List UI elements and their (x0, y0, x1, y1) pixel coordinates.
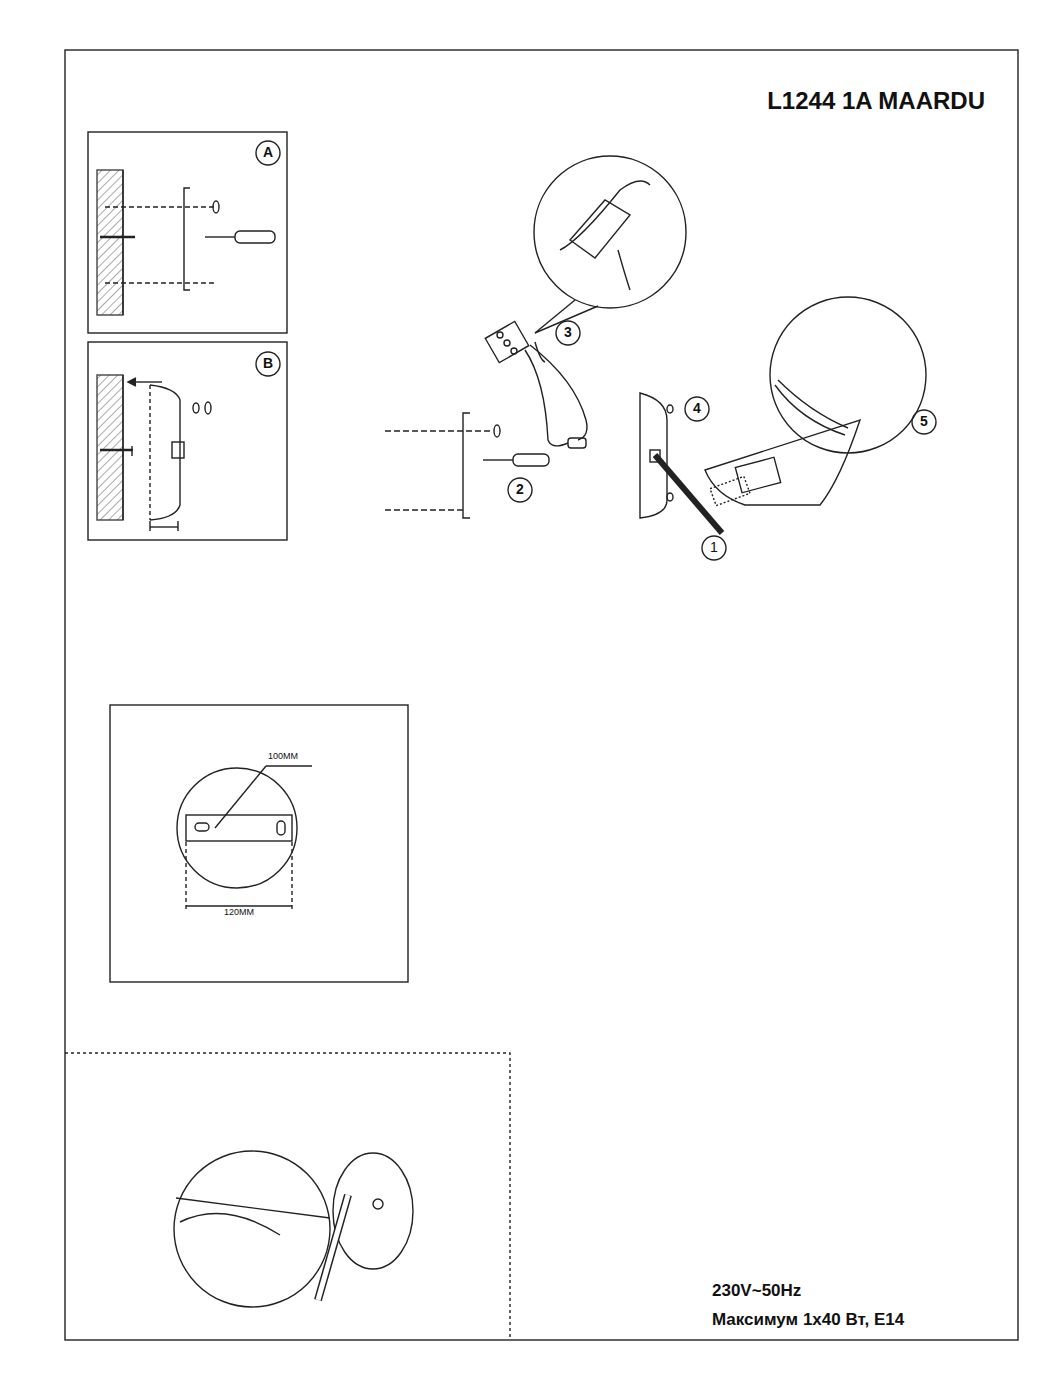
drawing-line (122, 170, 123, 315)
drawing-line (277, 821, 285, 835)
drawing-line (535, 342, 545, 362)
drawing-line (568, 438, 586, 448)
drawing-line (88, 132, 287, 333)
drawing-line (150, 385, 180, 520)
drawing-line (291, 842, 292, 910)
drawing-line (685, 397, 709, 421)
drawing-line (650, 450, 660, 462)
drawing-line (184, 188, 190, 290)
step-letter: A (263, 145, 273, 160)
drawing-line (149, 385, 150, 520)
drawing-line (205, 402, 211, 414)
callout-number: 2 (516, 482, 524, 497)
drawing-line (463, 413, 470, 518)
callout-number: 1 (710, 540, 718, 555)
exploded-view (385, 156, 936, 560)
drawing-line (172, 442, 184, 458)
drawing-line (775, 385, 845, 435)
drawing-line (177, 521, 178, 531)
model-title: L1244 1A MAARDU (767, 88, 985, 114)
drawing-line (534, 156, 686, 308)
drawing-line (88, 342, 287, 540)
terminal-block (485, 321, 528, 362)
drawing-line (385, 509, 465, 510)
drawing-line (186, 905, 292, 906)
drawing-line (513, 454, 549, 466)
mounting-plate-view (110, 705, 408, 982)
drawing-line (174, 1151, 330, 1307)
callout-number: 4 (693, 401, 701, 416)
drawing-line (235, 231, 275, 243)
drawing-line (385, 430, 490, 431)
drawing-line (105, 282, 215, 283)
drawing-line (494, 425, 500, 437)
drawing-line (215, 766, 266, 828)
drawing-line (266, 765, 312, 766)
drawing-line (702, 536, 726, 560)
drawing-line (318, 1195, 348, 1300)
callout-number: 5 (920, 414, 928, 429)
drawing-line (483, 459, 513, 460)
dimension: 120MM (224, 908, 254, 918)
drawing-line (318, 1195, 348, 1300)
drawing-line (100, 236, 135, 238)
drawing-line (100, 449, 133, 451)
drawing-line (205, 236, 235, 237)
drawing-line (193, 403, 199, 413)
drawing-line (618, 250, 630, 290)
drawing-line (560, 181, 650, 250)
drawing-line (667, 405, 673, 413)
drawing-line (180, 1214, 280, 1235)
drawing-line (525, 350, 568, 446)
drawing-line (556, 321, 580, 345)
drawing-line (110, 705, 408, 982)
step-letter: B (263, 356, 273, 371)
step-a-panel (88, 132, 287, 333)
spec-note: Максимум 1x40 Вт, E14 (712, 1311, 904, 1330)
drawing-line (150, 526, 178, 527)
drawing-line (504, 340, 510, 346)
drawing-line (186, 815, 292, 841)
drawing-line (530, 345, 587, 440)
page-frame (65, 50, 1018, 1340)
drawing-line (640, 393, 667, 518)
drawing-line (97, 170, 123, 315)
drawing-line (497, 332, 503, 338)
drawing-line (195, 823, 209, 831)
drawing-line (511, 348, 517, 354)
drawing-line (256, 352, 280, 376)
assembled-view (65, 1053, 510, 1340)
drawing-line (912, 410, 936, 434)
drawing-line (485, 321, 528, 362)
drawing-line (65, 50, 1018, 1340)
drawing-line (185, 842, 186, 910)
drawing-line (508, 478, 532, 502)
drawing-line (710, 476, 750, 505)
drawing-line (256, 141, 280, 165)
drawing-line (655, 455, 722, 533)
drawing-line (570, 200, 630, 258)
drawing-line (128, 378, 136, 386)
drawing-line (65, 1053, 510, 1340)
drawing-line (122, 375, 123, 520)
drawing-line (373, 1199, 383, 1209)
drawing-line (667, 493, 673, 501)
dimension: 100MM (268, 752, 298, 762)
drawing-line (131, 446, 132, 456)
drawing-line (105, 206, 215, 207)
drawing-line (213, 201, 219, 213)
spec-note: 230V~50Hz (712, 1282, 801, 1301)
drawing-line (770, 297, 926, 453)
drawing-line (97, 375, 123, 520)
callout-number: 3 (564, 325, 572, 340)
drawing-line (735, 457, 780, 492)
drawing-line (177, 768, 297, 888)
step-b-panel (88, 342, 287, 540)
drawing-line (778, 380, 848, 428)
drawing-line (149, 521, 150, 531)
